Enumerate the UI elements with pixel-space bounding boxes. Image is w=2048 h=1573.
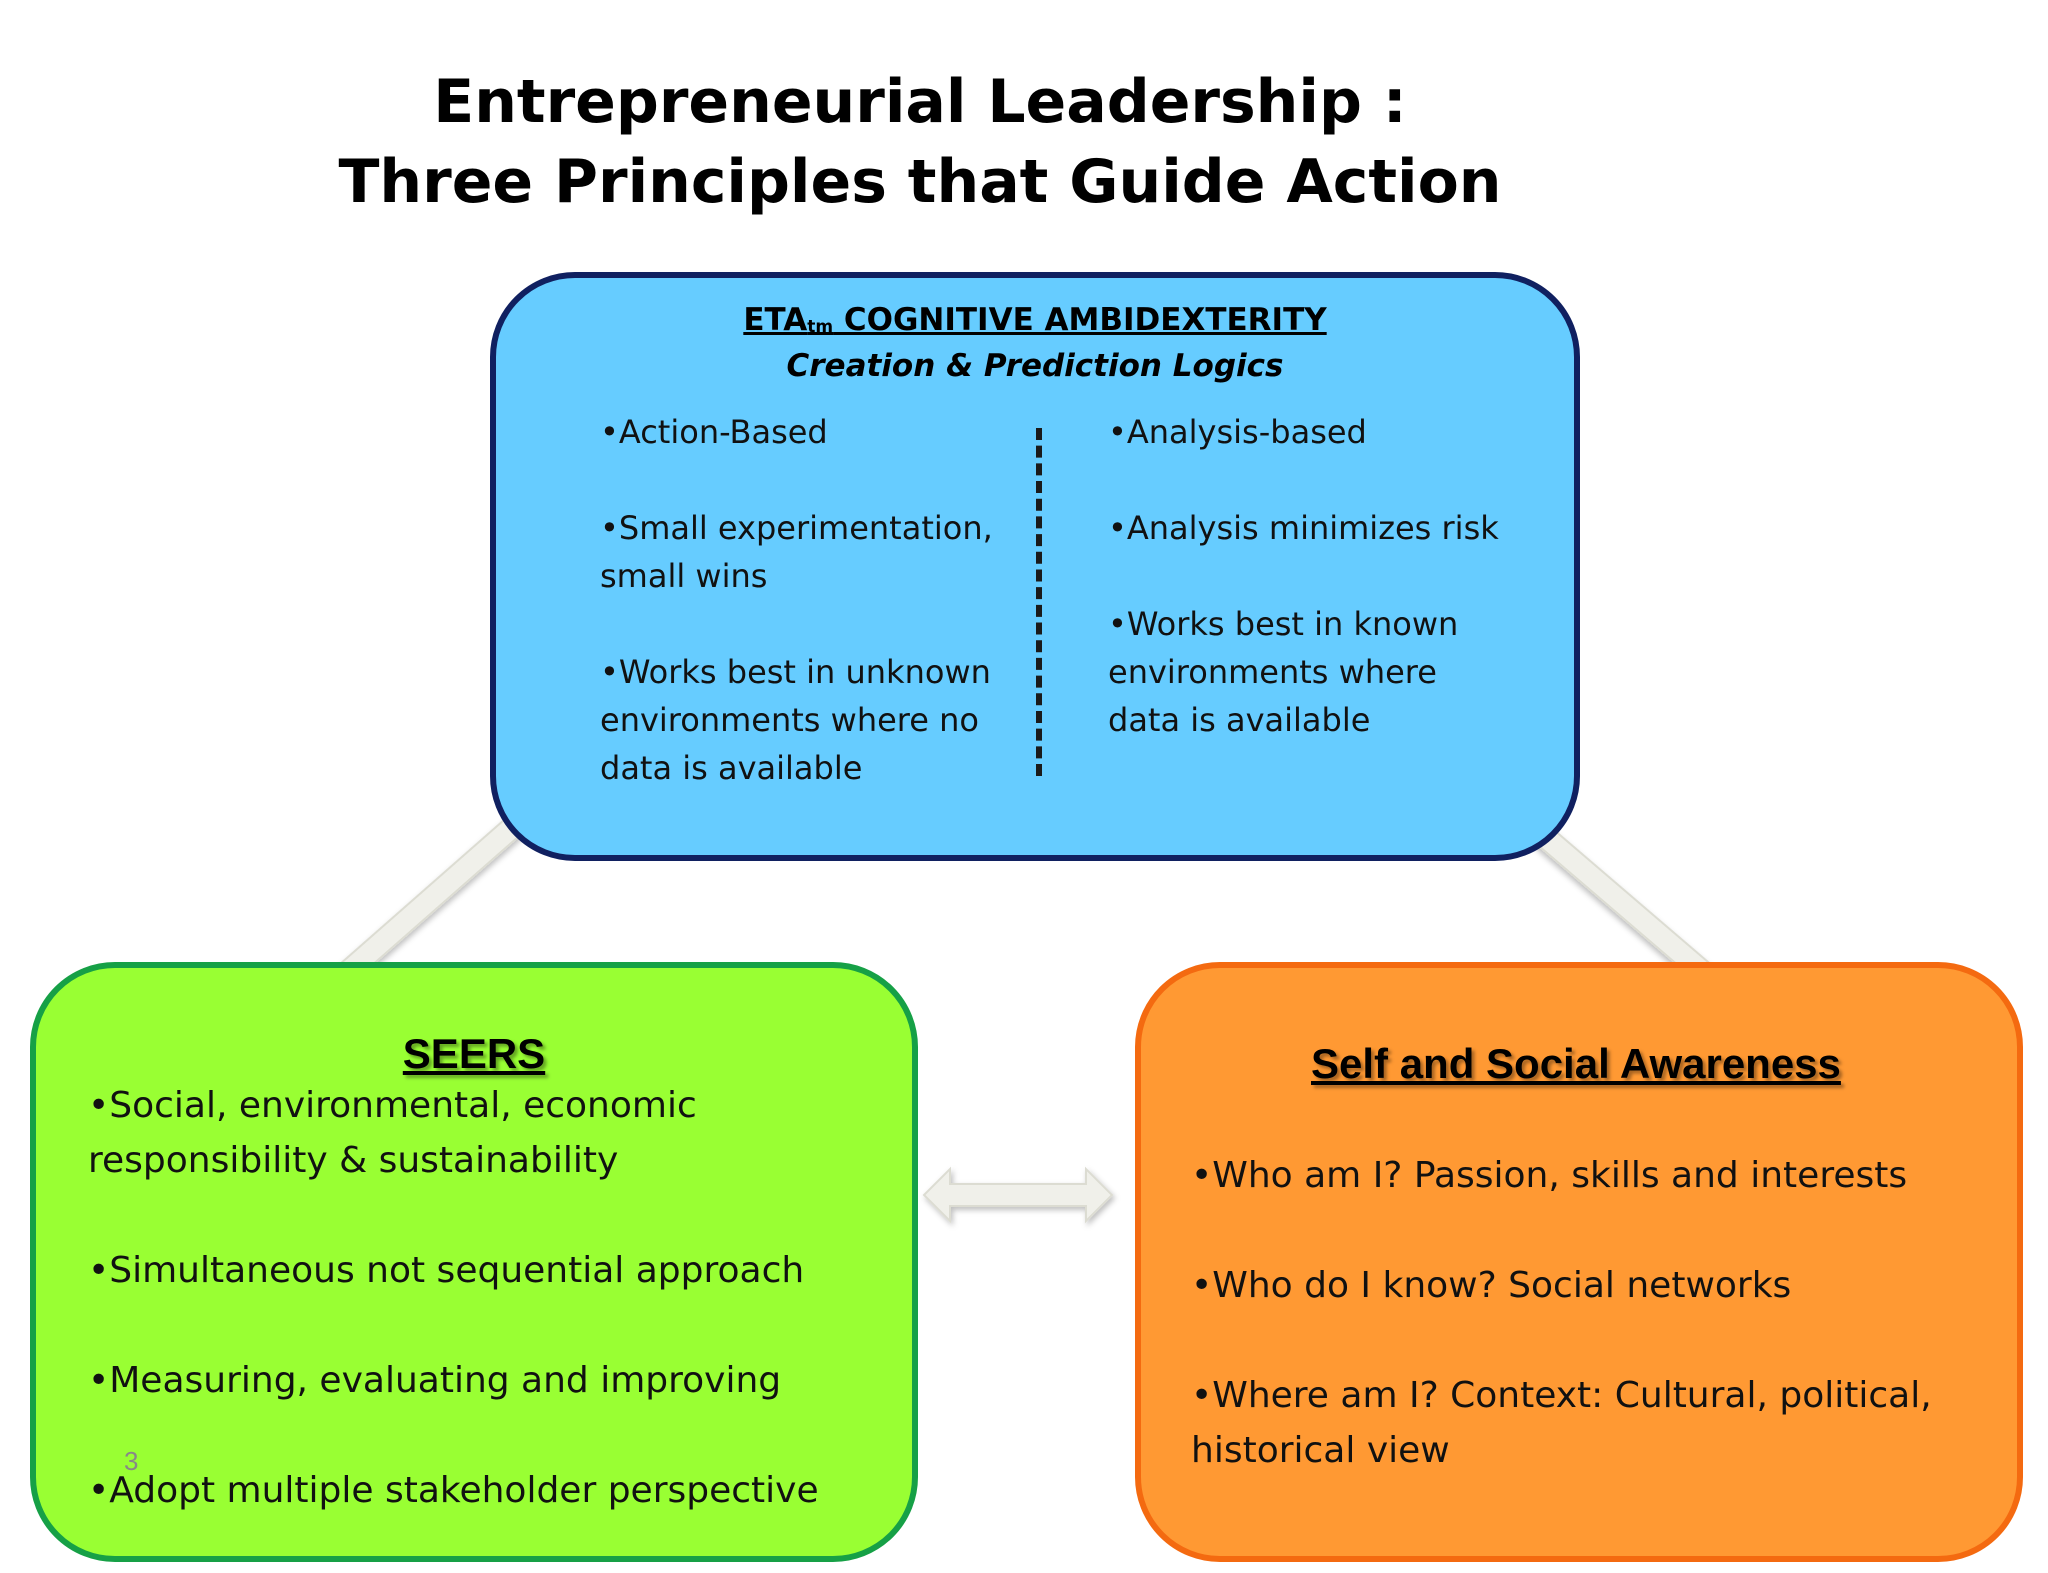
prediction-logic-list: •Analysis-based •Analysis minimizes risk… <box>1108 408 1508 792</box>
list-item: •Where am I? Context: Cultural, politica… <box>1191 1375 1932 1471</box>
title-line-1: Entrepreneurial Leadership : <box>433 67 1407 137</box>
list-item: •Adopt multiple stakeholder perspective <box>88 1470 819 1511</box>
list-item: •Analysis-based <box>1108 413 1367 451</box>
top-box-subheading: Creation & Prediction Logics <box>786 348 1284 384</box>
arrow-left-to-right <box>922 1166 1114 1224</box>
title-line-2: Three Principles that Guide Action <box>338 147 1502 217</box>
heading-tm: tm <box>807 317 834 337</box>
list-item: •Measuring, evaluating and improving <box>88 1360 782 1401</box>
column-divider <box>1036 428 1042 776</box>
top-box-heading: ETAtm COGNITIVE AMBIDEXTERITY <box>496 298 1574 349</box>
cognitive-ambidexterity-box: ETAtm COGNITIVE AMBIDEXTERITY Creation &… <box>490 272 1580 861</box>
list-item: •Works best in known environments where … <box>1108 605 1459 739</box>
seers-box: SEERS •Social, environmental, economic r… <box>30 962 918 1562</box>
seers-heading: SEERS <box>402 1030 546 1077</box>
list-item: •Works best in unknown environments wher… <box>600 653 991 787</box>
list-item: •Action-Based <box>600 413 828 451</box>
list-item: •Social, environmental, economic respons… <box>88 1085 697 1181</box>
list-item: •Who am I? Passion, skills and interests <box>1191 1155 1908 1196</box>
self-social-awareness-box: Self and Social Awareness •Who am I? Pas… <box>1135 962 2023 1562</box>
list-item: •Analysis minimizes risk <box>1108 509 1499 547</box>
seers-list: •Social, environmental, economic respons… <box>88 1078 888 1573</box>
awareness-list: •Who am I? Passion, skills and interests… <box>1191 1148 2011 1533</box>
list-item: •Who do I know? Social networks <box>1191 1265 1792 1306</box>
page-number: 3 <box>124 1446 139 1476</box>
list-item: •Small experimentation, small wins <box>600 509 993 595</box>
heading-rest: COGNITIVE AMBIDEXTERITY <box>833 302 1327 338</box>
awareness-heading: Self and Social Awareness <box>1311 1040 1841 1087</box>
creation-logic-list: •Action-Based •Small experimentation, sm… <box>600 408 1020 840</box>
heading-eta: ETA <box>743 302 808 338</box>
list-item: •Simultaneous not sequential approach <box>88 1250 805 1291</box>
slide-title: Entrepreneurial Leadership : Three Princ… <box>0 62 1840 222</box>
